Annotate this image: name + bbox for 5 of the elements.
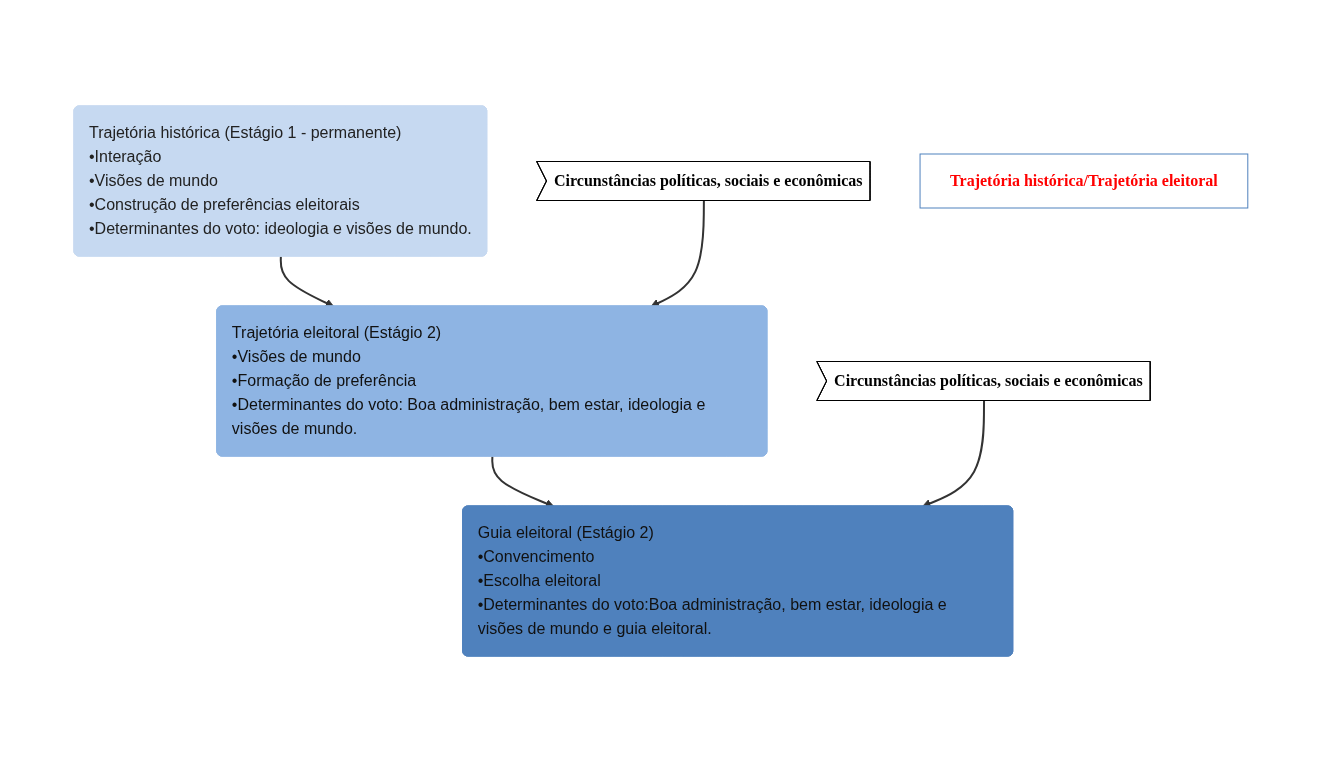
arrow <box>279 255 334 308</box>
arrow <box>650 200 705 307</box>
arrow <box>921 400 985 508</box>
node-box: Trajetória histórica/Trajetória eleitoral <box>919 153 1248 209</box>
arrow <box>490 455 554 508</box>
